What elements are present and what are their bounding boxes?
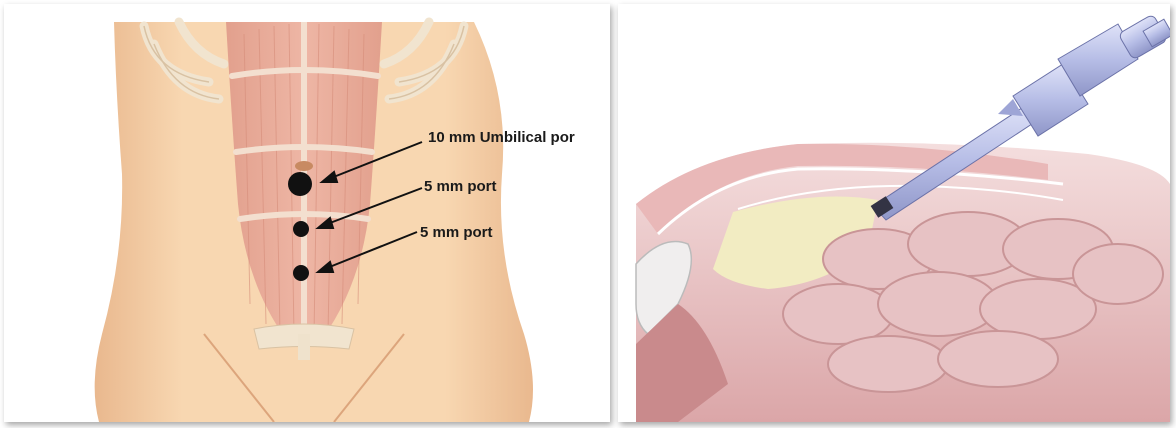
umbilical-port-label: 10 mm Umbilical por (428, 129, 575, 146)
trocar-illustration (618, 4, 1170, 422)
upper-5mm-port-dot (293, 221, 309, 237)
umbilicus (295, 161, 313, 171)
abdomen-illustration (4, 4, 610, 422)
laparoscopy-cross-section (618, 4, 1170, 422)
umbilical-port-dot (288, 172, 312, 196)
upper-5mm-port-label: 5 mm port (424, 178, 497, 195)
lower-5mm-port-label: 5 mm port (420, 224, 493, 241)
abdomen-port-diagram: 10 mm Umbilical por 5 mm port 5 mm port (4, 4, 610, 422)
lower-5mm-port-dot (293, 265, 309, 281)
